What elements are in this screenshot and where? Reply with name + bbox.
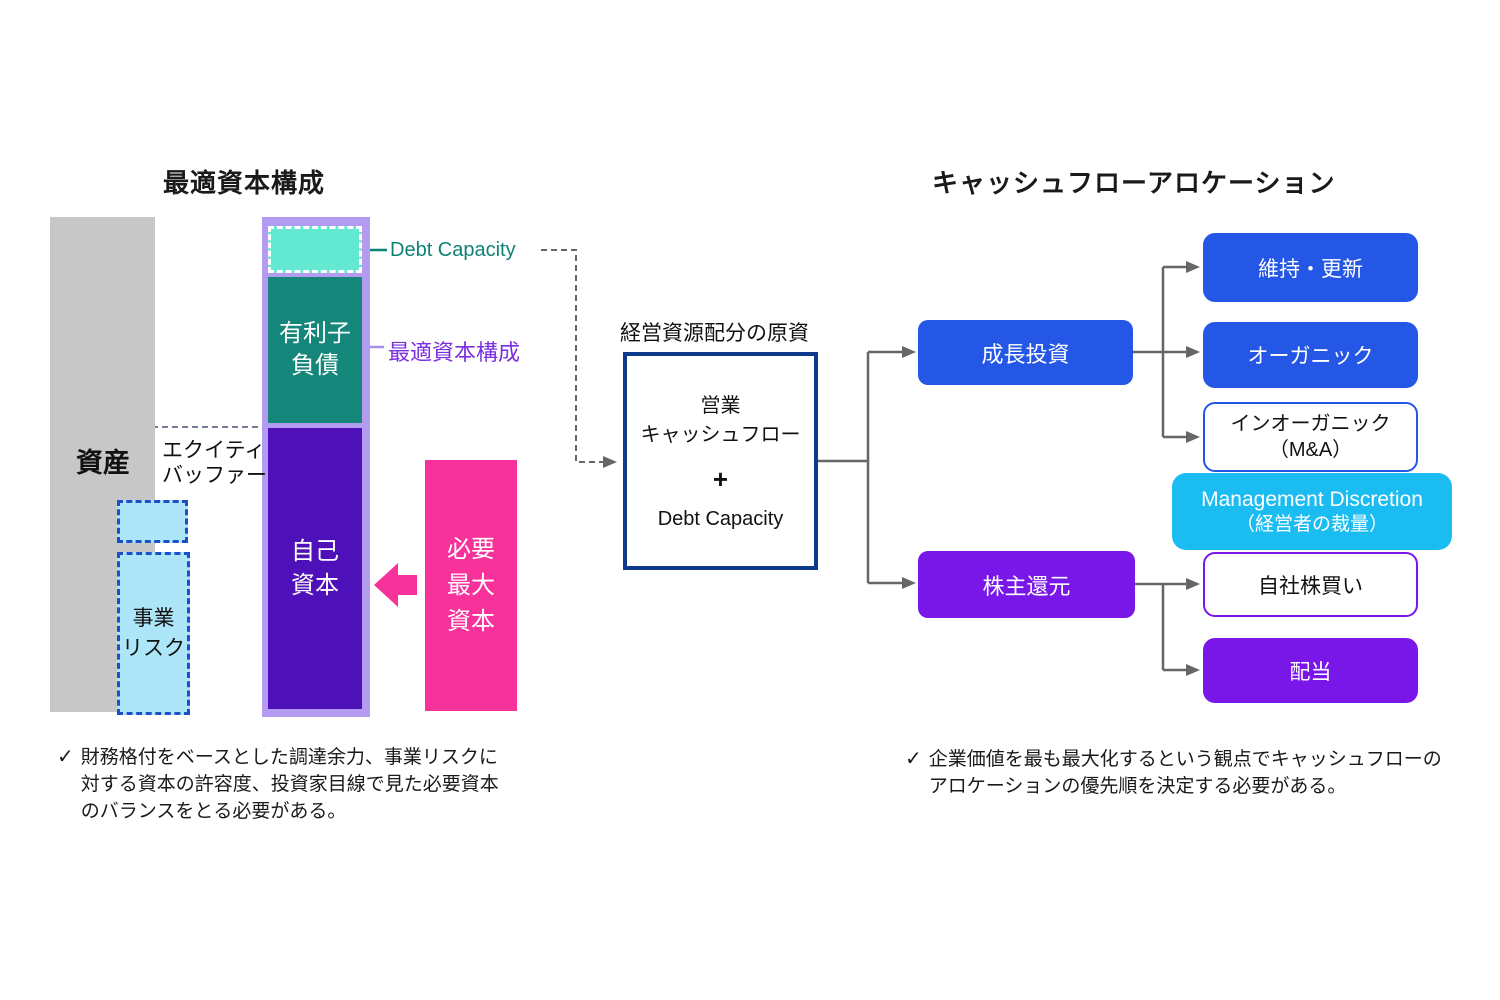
shareholder-return-box: 株主還元 — [918, 551, 1135, 618]
debt-capacity-label: Debt Capacity — [390, 239, 516, 261]
resource-allocation-title: 経営資源配分の原資 — [620, 322, 809, 345]
plus-sign: + — [712, 463, 729, 494]
debt-capacity-flow-dashed-arrow — [541, 249, 617, 468]
right-note-text: 企業価値を最も最大化するという観点でキャッシュフローの アロケーションの優先順を… — [928, 749, 1442, 797]
business-risk-box: 事業 リスク — [117, 552, 190, 715]
center-branch-lines — [818, 346, 916, 589]
left-note-text: 財務格付をベースとした調達余力、事業リスクに 対する資本の許容度、投資家目線で見… — [80, 747, 499, 822]
management-discretion-line1: Management Discretion — [1201, 487, 1423, 511]
left-section-title: 最適資本構成 — [163, 168, 326, 198]
inorganic-ma-box: インオーガニック （M&A） — [1203, 402, 1418, 472]
required-capital-arrow-icon — [374, 563, 417, 607]
debt-capacity-box — [268, 226, 362, 273]
growth-investment-box: 成長投資 — [918, 320, 1133, 385]
cash-source-box: 営業 キャッシュフロー + Debt Capacity — [623, 352, 818, 570]
required-max-capital-box: 必要 最大 資本 — [425, 460, 517, 711]
checkmark-icon: ✓ — [57, 746, 74, 768]
equity-capital-box: 自己 資本 — [268, 428, 362, 709]
operating-cashflow-label: 営業 キャッシュフロー — [640, 394, 801, 446]
management-discretion-line2: （経営者の裁量） — [1235, 513, 1388, 535]
optimal-capital-structure-bar: 有利子 負債 自己 資本 — [262, 217, 370, 717]
management-discretion-box: Management Discretion （経営者の裁量） — [1172, 473, 1452, 550]
maintenance-renewal-box: 維持・更新 — [1203, 233, 1418, 302]
equity-buffer-label: エクイティ バッファー — [162, 439, 267, 487]
growth-branch-lines — [1133, 261, 1200, 443]
right-section-title: キャッシュフローアロケーション — [932, 168, 1336, 198]
left-note: ✓ 財務格付をベースとした調達余力、事業リスクに 対する資本の許容度、投資家目線… — [57, 744, 537, 825]
debt-capacity-text: Debt Capacity — [657, 507, 784, 530]
share-buyback-box: 自社株買い — [1203, 552, 1418, 617]
right-note: ✓ 企業価値を最も最大化するという観点でキャッシュフローの アロケーションの優先… — [905, 746, 1465, 800]
equity-buffer-box — [117, 500, 188, 543]
optimal-structure-label: 最適資本構成 — [388, 340, 521, 365]
assets-label: 資産 — [76, 448, 130, 478]
interest-bearing-debt-box: 有利子 負債 — [268, 277, 362, 423]
checkmark-icon: ✓ — [905, 748, 922, 770]
dividend-box: 配当 — [1203, 638, 1418, 703]
shareholder-branch-lines — [1135, 578, 1200, 676]
organic-box: オーガニック — [1203, 322, 1418, 388]
